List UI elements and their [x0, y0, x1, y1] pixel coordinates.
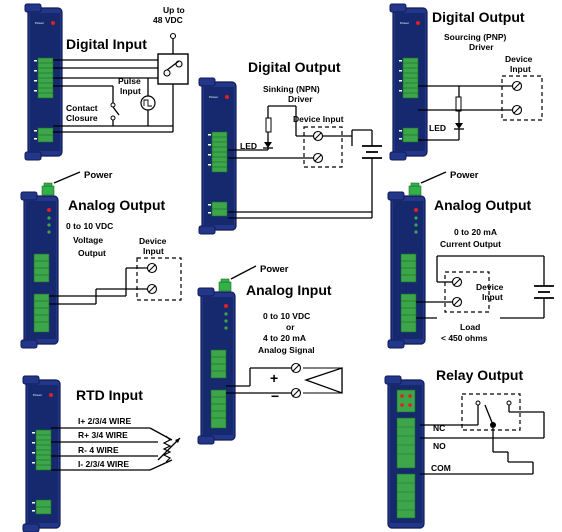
ao-voltage-device: Device [139, 236, 167, 246]
power-plug [218, 278, 232, 292]
digital-output-pnp-module [389, 3, 428, 161]
relay-nc: NC [433, 423, 445, 433]
contact-label: Contact [66, 103, 98, 113]
npn-driver-type: Sinking (NPN) [263, 84, 320, 94]
npn-title: Digital Output [248, 59, 341, 75]
digital-input-voltage: 48 VDC [153, 15, 183, 25]
npn-device-input: Device Input [293, 114, 344, 124]
digital-input-module [24, 3, 63, 161]
pnp-driver-label: Driver [469, 42, 494, 52]
npn-driver-label: Driver [288, 94, 313, 104]
analog-output-voltage-section: Power Analog Output 0 to 10 VDC Voltage … [20, 170, 182, 349]
ai-title: Analog Input [246, 282, 332, 298]
ai-signal: Analog Signal [258, 345, 315, 355]
ai-minus: − [271, 388, 279, 404]
ao-voltage-output: Output [78, 248, 106, 258]
ao-voltage-title: Analog Output [68, 197, 166, 213]
ao-current-device: Device [476, 282, 504, 292]
ai-range1: 0 to 10 VDC [263, 311, 310, 321]
npn-device-box [303, 126, 343, 168]
relay-no: NO [433, 441, 446, 451]
pnp-resistor [455, 96, 462, 112]
ao-current-load-limit: < 450 ohms [441, 333, 488, 343]
ao-current-output: Current Output [440, 239, 501, 249]
rtd-title: RTD Input [76, 387, 143, 403]
digital-input-title: Digital Input [66, 36, 147, 52]
ao-current-title: Analog Output [434, 197, 532, 213]
pnp-device-label: Device [505, 54, 533, 64]
npn-led-icon [264, 142, 272, 148]
signal-source-icon [304, 367, 343, 394]
ao-current-device-box [444, 271, 490, 313]
pulse-input-label: Input [120, 86, 141, 96]
ao-voltage-input: Input [143, 246, 164, 256]
input-switch-box [157, 53, 189, 85]
digital-input-section: Digital Input Up to 48 VDC Pulse Input C… [24, 3, 189, 161]
rtd-sensor-icon [162, 435, 172, 463]
pnp-driver-type: Sourcing (PNP) [444, 32, 507, 42]
supply-terminal [169, 32, 177, 40]
analog-output-current-section: Power Analog Output 0 to 20 mA Current O… [387, 170, 554, 349]
ao-current-power: Power [450, 170, 479, 181]
rtd-input-section: RTD Input I+ 2/3/4 WIRE R+ 3/4 WIRE R- 4… [22, 375, 181, 532]
ao-current-range: 0 to 20 mA [454, 227, 497, 237]
ai-range2: 4 to 20 mA [263, 333, 306, 343]
digital-output-npn-module [198, 77, 237, 235]
pnp-led-label: LED [429, 123, 446, 133]
rtd-wire-2: R+ 3/4 WIRE [78, 430, 128, 440]
digital-output-npn-section: Digital Output Sinking (NPN) Driver Devi… [198, 59, 382, 235]
npn-led-label: LED [240, 141, 257, 151]
rtd-wire-3: R- 4 WIRE [78, 445, 119, 455]
rtd-input-module [22, 375, 61, 532]
pnp-input-label: Input [510, 64, 531, 74]
rtd-wire-4: I- 2/3/4 WIRE [78, 459, 129, 469]
relay-title: Relay Output [436, 367, 523, 383]
power-plug [408, 182, 422, 196]
analog-input-section: Power Analog Input 0 to 10 VDC or 4 to 2… [197, 264, 343, 445]
pnp-title: Digital Output [432, 9, 525, 25]
ao-voltage-device-box [136, 257, 182, 301]
relay-output-section: Relay Output NC NO COM [384, 367, 545, 529]
ai-power: Power [260, 264, 289, 275]
ai-plus: + [270, 370, 278, 386]
relay-contact-box [461, 393, 521, 431]
analog-output-current-module [387, 191, 426, 349]
digital-output-pnp-section: Digital Output Sourcing (PNP) Driver Dev… [389, 3, 543, 161]
npn-resistor [265, 117, 272, 133]
analog-input-module [197, 287, 236, 445]
analog-output-voltage-module [20, 191, 59, 349]
ao-current-input: Input [482, 292, 503, 302]
pnp-device-box [501, 75, 543, 121]
ao-voltage-label: Voltage [73, 235, 103, 245]
pulse-label: Pulse [118, 76, 141, 86]
ao-voltage-range: 0 to 10 VDC [66, 221, 113, 231]
ao-current-load: Load [460, 322, 480, 332]
ai-or: or [286, 322, 295, 332]
pnp-led-icon [455, 123, 463, 129]
relay-com: COM [431, 463, 451, 473]
digital-input-up-to: Up to [163, 5, 185, 15]
ao-voltage-power: Power [84, 170, 113, 181]
closure-label: Closure [66, 113, 98, 123]
power-plug [41, 182, 55, 196]
rtd-wire-1: I+ 2/3/4 WIRE [78, 416, 131, 426]
